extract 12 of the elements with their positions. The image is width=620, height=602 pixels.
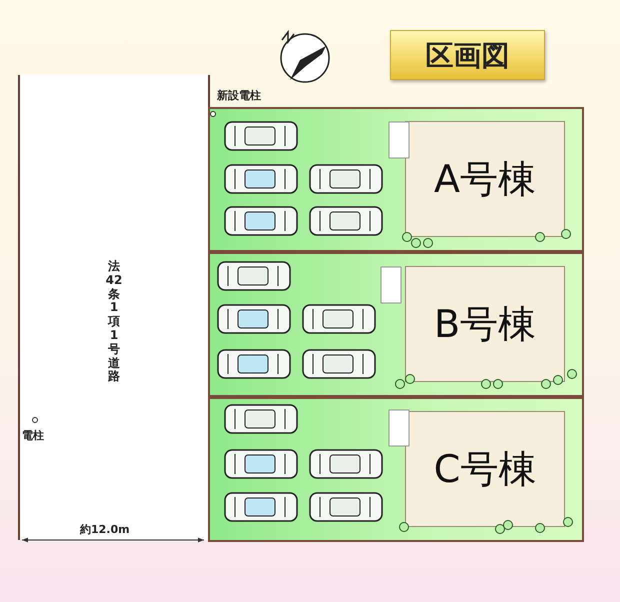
building-footprint xyxy=(405,266,565,382)
pole-label: 電柱 xyxy=(22,428,44,443)
building-footprint xyxy=(405,121,565,237)
building-label: C号棟 xyxy=(434,446,536,492)
dimension-label: 約12.0m xyxy=(80,522,130,537)
pole-label: 新設電柱 xyxy=(217,88,261,103)
road-strip xyxy=(18,75,210,540)
building-label: A号棟 xyxy=(434,156,536,202)
building-footprint xyxy=(405,411,565,527)
road-label: 法42条1項1号道路 xyxy=(104,260,124,384)
building-label: B号棟 xyxy=(434,300,536,348)
title-plate: 区画図 xyxy=(390,30,545,80)
